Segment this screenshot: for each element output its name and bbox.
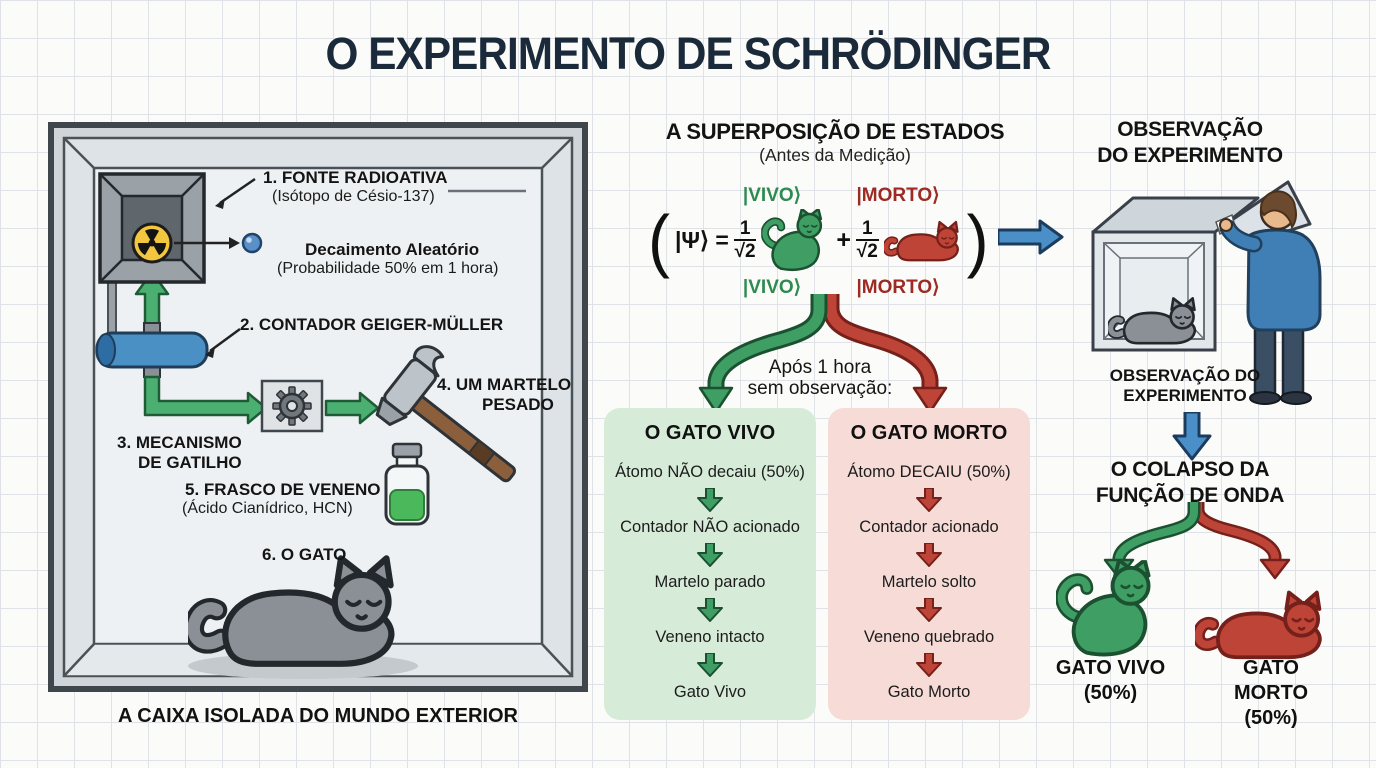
superposition-subheading: (Antes da Medição) [759,145,911,165]
alive-cat-label: GATO VIVO (50%) [1055,657,1166,704]
green-right-arrow [324,391,380,425]
down-arrow-icon [697,653,723,677]
observer-person [1215,190,1322,405]
observer-illustration [1091,180,1322,405]
superposition-branch-arrows [698,294,948,414]
blue-down-arrow-icon [1172,412,1212,461]
collapse-branch-arrows [1103,502,1291,580]
page-title: O EXPERIMENTO DE SCHRÖDINGER [325,28,1051,79]
observation-caption: OBSERVAÇÃO DO EXPERIMENTO [1109,366,1261,405]
radioactive-source [98,172,206,284]
label-geiger-counter: 2. CONTADOR GEIGER-MÜLLER [240,315,504,334]
plus-sign: + [836,225,852,254]
radiation-icon [131,222,173,264]
dead-cat-icon [1195,586,1327,660]
geiger-counter [95,322,209,378]
alive-panel-title: O GATO VIVO [644,422,776,444]
alive-step-2: Contador NÃO acionado [620,518,800,536]
down-arrow-icon [697,543,723,567]
dead-cat-label: GATO MORTO (50%) [1233,657,1309,729]
label-decay-sub: (Probabilidade 50% em 1 hora) [277,260,499,277]
label-radioactive-source-sub: (Isótopo de Césio-137) [272,188,435,205]
label-poison: 5. FRASCO DE VENENO [185,480,381,499]
paren-close: ) [966,201,989,279]
box-caption: A CAIXA ISOLADA DO MUNDO EXTERIOR [117,705,518,727]
psi-term: |Ψ⟩ = [674,226,729,253]
collapse-heading: O COLAPSO DA FUNÇÃO DE ONDA [1095,458,1285,507]
particle-icon [241,232,263,254]
paren-open: ( [648,201,670,279]
hammer-icon [375,345,517,483]
trigger-mechanism [260,379,324,433]
label-radioactive-source: 1. FONTE RADIOATIVA [263,168,448,187]
label-poison-sub: (Ácido Cianídrico, HCN) [182,500,353,517]
fraction-2: 1 √2 [856,218,879,262]
mounting-rod [107,279,117,337]
label-pointers [209,177,526,353]
label-trigger-2: DE GATILHO [138,453,242,472]
hair [1259,190,1297,230]
green-cat-eq-icon [761,209,831,272]
alive-step-5: Gato Vivo [673,683,747,701]
dead-step-5: Gato Morto [887,683,971,701]
branch-note: Após 1 hora sem observação: [747,357,893,399]
down-arrow-icon [697,598,723,622]
green-elbow-arrow [143,375,268,425]
gear-icon [272,386,312,426]
alive-step-3: Martelo parado [654,573,766,591]
label-trigger-1: 3. MECANISMO [117,433,242,452]
superposition-heading: A SUPERPOSIÇÃO DE ESTADOS [665,119,1005,144]
down-arrow-icon [916,598,942,622]
observation-heading: OBSERVAÇÃO DO EXPERIMENTO [1097,118,1283,167]
label-hammer-1: 4. UM MARTELO [437,375,572,394]
red-cat-eq-icon [884,218,962,262]
ket-dead-top: |MORTO⟩ [856,185,940,206]
label-cat: 6. O GATO [262,545,347,564]
down-arrow-icon [916,543,942,567]
fraction-1: 1 √2 [733,218,757,262]
dead-outcome-panel: O GATO MORTO Átomo DECAIU (50%) Contador… [828,408,1030,720]
dead-step-2: Contador acionado [859,518,999,536]
dead-step-3: Martelo solto [881,573,977,591]
ket-alive-bottom: |VIVO⟩ [742,277,802,298]
blue-right-arrow-icon [998,219,1064,255]
ket-dead-bottom: |MORTO⟩ [856,277,940,298]
poison-flask-icon [384,442,430,526]
alive-cat-icon [1056,560,1164,658]
dead-step-4: Veneno quebrado [863,628,995,646]
dead-step-1: Átomo DECAIU (50%) [847,463,1011,481]
alive-step-4: Veneno intacto [655,628,765,646]
ket-alive-top: |VIVO⟩ [742,185,802,206]
dead-panel-title: O GATO MORTO [850,422,1008,444]
label-decay: Decaimento Aleatório [305,240,480,259]
alive-step-1: Átomo NÃO decaiu (50%) [615,463,805,481]
wave-equation: ( |Ψ⟩ = 1 √2 + 1 √2 ) [648,201,989,279]
down-arrow-icon [916,488,942,512]
down-arrow-icon [697,488,723,512]
down-arrow-icon [916,653,942,677]
isolated-box-illustration [48,122,588,692]
label-hammer-2: PESADO [482,395,554,414]
alive-outcome-panel: O GATO VIVO Átomo NÃO decaiu (50%) Conta… [604,408,816,720]
